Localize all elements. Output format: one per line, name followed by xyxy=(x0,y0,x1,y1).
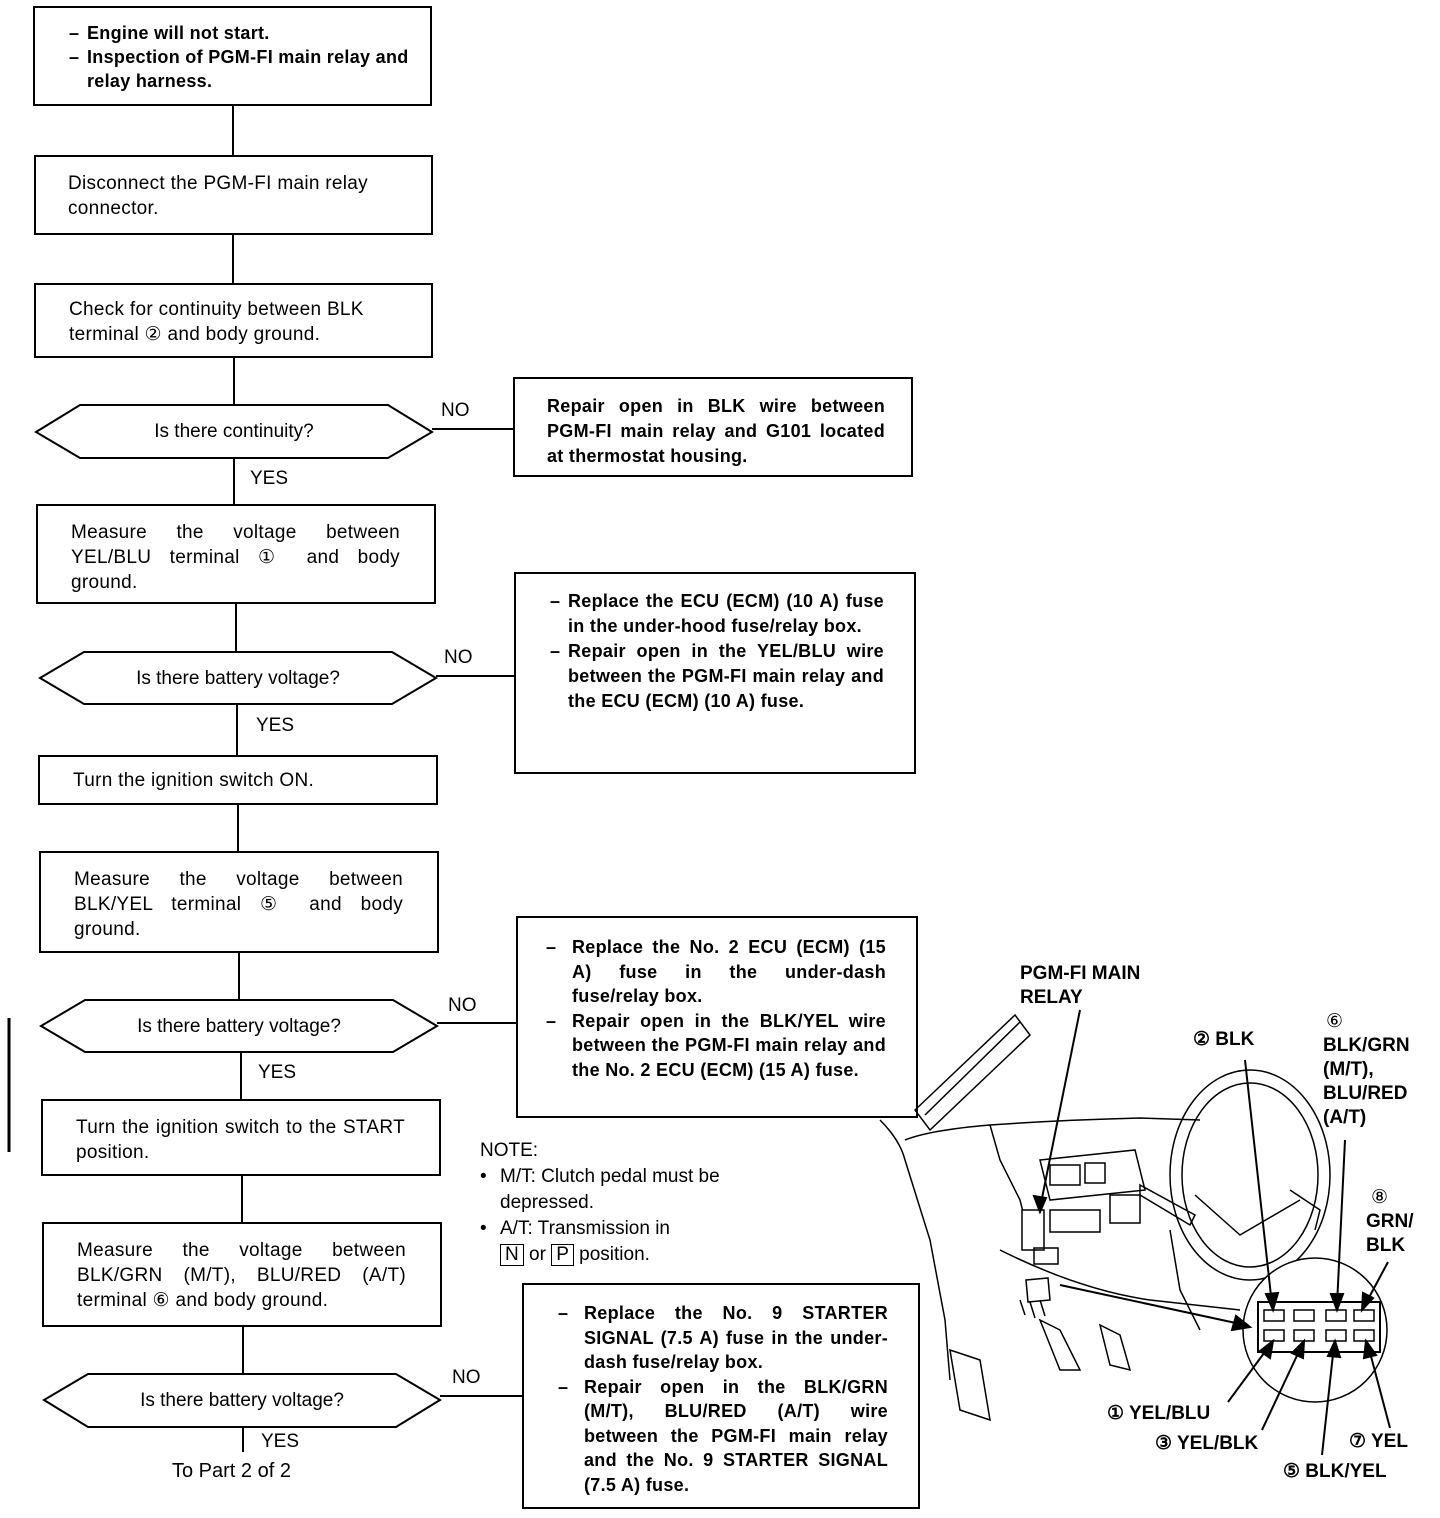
yes-label-3: YES xyxy=(258,1062,297,1083)
decision-2-text: Is there battery voltage? xyxy=(136,668,340,689)
start-line-2: Inspection of PGM-FI main relay and rela… xyxy=(87,47,409,91)
terminal-8-number: ⑧ xyxy=(1371,1187,1389,1208)
result-3-line-1: Replace the No. 2 ECU (ECM) (15 A) fuse … xyxy=(572,937,886,1006)
result-4-line-1: Replace the No. 9 STARTER SIGNAL (7.5 A)… xyxy=(584,1303,888,1372)
note-item-2-suffix: position. xyxy=(579,1244,650,1265)
decision-hexagon-3 xyxy=(39,999,439,1053)
note-block: NOTE: • M/T: Clutch pedal must be depres… xyxy=(480,1138,780,1268)
park-key: P xyxy=(551,1244,574,1266)
no-label-1: NO xyxy=(441,400,470,421)
to-next-part: To Part 2 of 2 xyxy=(172,1460,291,1482)
step-ignition-on: Turn the ignition switch ON. xyxy=(38,755,438,805)
result-box-2: –Replace the ECU (ECM) (10 A) fuse in th… xyxy=(514,572,916,774)
yes-label-2: YES xyxy=(256,715,295,736)
neutral-key: N xyxy=(500,1244,524,1266)
no-label-2: NO xyxy=(444,647,473,668)
step-measure-yelblu: Measure the voltage between YEL/BLU term… xyxy=(36,504,436,604)
dashboard-relay-illustration xyxy=(879,1009,1391,1456)
start-line-1: Engine will not start. xyxy=(87,23,270,43)
result-2-line-1: Replace the ECU (ECM) (10 A) fuse in the… xyxy=(568,591,884,636)
yes-label-4: YES xyxy=(261,1431,300,1452)
result-box-3: –Replace the No. 2 ECU (ECM) (15 A) fuse… xyxy=(516,916,918,1118)
start-box: –Engine will not start. –Inspection of P… xyxy=(33,6,432,106)
result-2-line-2: Repair open in the YEL/BLU wire between … xyxy=(568,641,884,711)
terminal-2-label: ② BLK xyxy=(1193,1029,1255,1050)
step-measure-blkgrn-text: Measure the voltage between BLK/GRN (M/T… xyxy=(77,1240,406,1311)
no-label-4: NO xyxy=(452,1367,481,1388)
note-item-2-prefix: A/T: Transmission in xyxy=(500,1218,670,1239)
step-disconnect: Disconnect the PGM-FI main relay connect… xyxy=(34,155,433,235)
result-4-line-2: Repair open in the BLK/GRN (M/T), BLU/RE… xyxy=(584,1376,888,1495)
step-measure-blkgrn: Measure the voltage between BLK/GRN (M/T… xyxy=(42,1222,442,1327)
terminal-6-label: BLK/GRN (M/T), BLU/RED (A/T) xyxy=(1323,1035,1410,1128)
decision-4-text: Is there battery voltage? xyxy=(140,1390,344,1411)
terminal-6-number: ⑥ xyxy=(1326,1011,1344,1032)
step-measure-blkyel-text: Measure the voltage between BLK/YEL term… xyxy=(74,869,403,940)
decision-1-text: Is there continuity? xyxy=(154,421,314,442)
note-or: or xyxy=(529,1244,546,1265)
step-measure-blkyel: Measure the voltage between BLK/YEL term… xyxy=(39,851,439,953)
terminal-3-label: ③ YEL/BLK xyxy=(1155,1433,1259,1454)
result-1-text: Repair open in BLK wire between PGM-FI m… xyxy=(547,396,885,466)
note-item-1: • M/T: Clutch pedal must be depressed. xyxy=(480,1164,780,1216)
decision-3-text: Is there battery voltage? xyxy=(137,1016,341,1037)
result-3-line-2: Repair open in the BLK/YEL wire between … xyxy=(572,1010,886,1080)
note-item-2-text: A/T: Transmission in N or P position. xyxy=(500,1216,752,1268)
step-disconnect-text: Disconnect the PGM-FI main relay connect… xyxy=(68,173,368,219)
yes-label-1: YES xyxy=(250,468,289,489)
result-box-1: Repair open in BLK wire between PGM-FI m… xyxy=(513,377,913,477)
step-measure-yelblu-text: Measure the voltage between YEL/BLU term… xyxy=(71,522,400,593)
step-check-continuity: Check for continuity between BLK termina… xyxy=(34,283,433,358)
decision-hexagon-2 xyxy=(38,651,438,705)
result-box-4: –Replace the No. 9 STARTER SIGNAL (7.5 A… xyxy=(522,1283,920,1509)
relay-label: PGM-FI MAIN RELAY xyxy=(1020,963,1141,1008)
decision-hexagon-4 xyxy=(42,1373,442,1428)
no-label-3: NO xyxy=(448,995,477,1016)
terminal-5-label: ⑤ BLK/YEL xyxy=(1283,1461,1387,1482)
terminal-1-label: ① YEL/BLU xyxy=(1107,1403,1211,1424)
step-ignition-start: Turn the ignition switch to the START po… xyxy=(41,1099,441,1176)
terminal-7-label: ⑦ YEL xyxy=(1349,1431,1408,1452)
step-ignition-on-text: Turn the ignition switch ON. xyxy=(73,770,315,791)
terminal-8-label: GRN/ BLK xyxy=(1366,1211,1414,1256)
note-item-1-text: M/T: Clutch pedal must be depressed. xyxy=(500,1166,720,1213)
step-ignition-start-text: Turn the ignition switch to the START po… xyxy=(76,1117,405,1163)
decision-hexagon-1 xyxy=(34,404,434,459)
note-title: NOTE: xyxy=(480,1140,539,1161)
note-item-2: • A/T: Transmission in N or P position. xyxy=(480,1216,780,1268)
step-check-continuity-text: Check for continuity between BLK termina… xyxy=(69,299,364,345)
